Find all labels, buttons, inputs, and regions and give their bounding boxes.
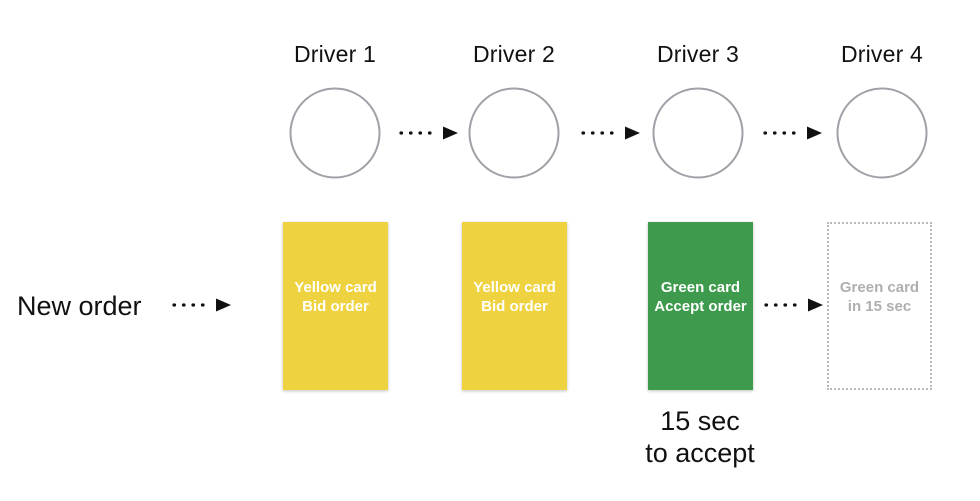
bid-card-driver-1: Yellow card Bid order [283, 222, 388, 390]
timer-line-2: to accept [645, 438, 755, 468]
dotted-arrow-icon [581, 126, 640, 140]
card-label: Green card in 15 sec [839, 279, 920, 315]
driver-3-circle [652, 87, 744, 179]
accept-card-driver-3: Green card Accept order [648, 222, 753, 390]
new-order-arrow-icon [172, 298, 231, 312]
timer-line-1: 15 sec [660, 406, 740, 436]
driver-1-label: Driver 1 [293, 41, 377, 67]
driver-2-circle [468, 87, 560, 179]
card-label: Yellow card Bid order [473, 279, 556, 315]
driver-4-circle [836, 87, 928, 179]
accept-timer-note: 15 sec to accept [590, 405, 810, 469]
driver-4-label: Driver 4 [840, 41, 924, 67]
bid-card-driver-2: Yellow card Bid order [462, 222, 567, 390]
handoff-arrow-icon [764, 298, 823, 312]
driver-3-label: Driver 3 [656, 41, 740, 67]
driver-2-label: Driver 2 [472, 41, 556, 67]
dotted-arrow-icon [399, 126, 458, 140]
dotted-arrow-icon [763, 126, 822, 140]
card-label: Green card Accept order [654, 279, 747, 315]
driver-1-circle [289, 87, 381, 179]
pending-card-driver-4: Green card in 15 sec [827, 222, 932, 390]
new-order-label: New order [17, 291, 142, 321]
card-label: Yellow card Bid order [294, 279, 377, 315]
